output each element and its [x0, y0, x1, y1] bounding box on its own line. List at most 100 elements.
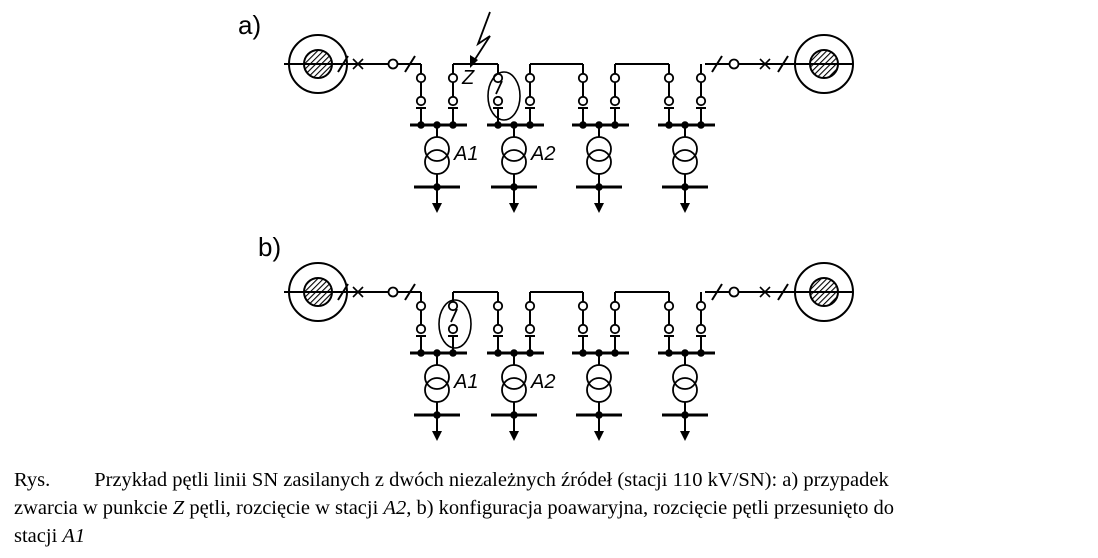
station-3-terminal-right-top	[609, 300, 621, 312]
station-1-junction-right	[449, 121, 457, 129]
figure-caption: Rys.Przykład pętli linii SN zasilanych z…	[14, 466, 1084, 550]
station-1-junction-right	[449, 349, 457, 357]
station-1-terminal-left-bottom	[415, 323, 427, 335]
station-3-junction-left	[579, 121, 587, 129]
disconnector-left	[387, 58, 399, 70]
station-1-open-switch	[450, 308, 458, 323]
station-4-terminal-left-bottom	[663, 95, 675, 107]
station-4-transformer-hv	[672, 136, 698, 162]
station-1-terminal-right-bottom	[447, 323, 459, 335]
panel-b-label: b)	[258, 232, 281, 262]
station-4	[658, 292, 715, 441]
station-4-junction-right	[697, 349, 705, 357]
station-2-terminal-right-bottom	[524, 95, 536, 107]
caption-text-2a2: A2	[383, 497, 407, 519]
station-2-open-switch	[495, 80, 503, 95]
cross-right-2	[759, 286, 771, 298]
station-2-load-arrow	[509, 431, 519, 441]
station-2-transformer-hv	[501, 136, 527, 162]
station-4-terminal-right-top	[695, 300, 707, 312]
open-point-marker	[438, 299, 472, 349]
station-2-load-arrow	[509, 203, 519, 213]
station-2-junction-left	[494, 349, 502, 357]
station-2-label: A2	[530, 371, 555, 393]
station-3-junction-left	[579, 349, 587, 357]
cross-left-2	[352, 286, 364, 298]
station-3-terminal-right-bottom	[609, 95, 621, 107]
station-1-junction-left	[417, 349, 425, 357]
station-4	[658, 64, 715, 213]
station-4-junction-left	[665, 349, 673, 357]
station-1-load-arrow	[432, 203, 442, 213]
caption-text-2a: zwarcia w punkcie	[14, 497, 173, 519]
station-1-terminal-right-bottom	[447, 95, 459, 107]
caption-text-2c: , b) konfiguracja poawaryjna, rozcięcie …	[406, 497, 895, 519]
station-3-junction-right	[611, 349, 619, 357]
station-4-terminal-left-bottom	[663, 323, 675, 335]
station-4-terminal-right-bottom	[695, 323, 707, 335]
station-1-terminal-right-top	[447, 72, 459, 84]
station-1-terminal-left-top	[415, 72, 427, 84]
fault-point-label: Z	[461, 67, 475, 89]
station-3-terminal-right-bottom	[609, 323, 621, 335]
breaker-slash-right	[777, 283, 789, 301]
station-2-terminal-right-bottom	[524, 323, 536, 335]
station-1: A1	[410, 292, 478, 441]
station-3	[572, 292, 629, 441]
station-4-load-arrow	[680, 431, 690, 441]
station-3-load-arrow	[594, 431, 604, 441]
caption-text-3a: stacji	[14, 525, 63, 547]
station-3-terminal-left-bottom	[577, 95, 589, 107]
station-1-label: A1	[453, 143, 478, 165]
station-4-terminal-right-bottom	[695, 95, 707, 107]
station-2-junction-left	[494, 121, 502, 129]
station-3-transformer-hv	[586, 364, 612, 390]
station-1-junction-left	[417, 121, 425, 129]
station-3-terminal-left-top	[577, 300, 589, 312]
station-3-junction-right	[611, 121, 619, 129]
station-2: A2	[487, 292, 555, 441]
caption-text-3a1: A1	[62, 525, 86, 547]
breaker-slash-right	[777, 55, 789, 73]
station-1-load-arrow	[432, 431, 442, 441]
station-1-terminal-right-top	[447, 300, 459, 312]
panel-a: a) Z A1 A2	[238, 10, 854, 213]
station-2-terminal-left-bottom	[492, 323, 504, 335]
switch-slash-right	[711, 55, 723, 73]
station-4-transformer-hv	[672, 364, 698, 390]
station-3	[572, 64, 629, 213]
station-4-terminal-left-top	[663, 72, 675, 84]
station-2-label: A2	[530, 143, 555, 165]
caption-line-1: Rys.Przykład pętli linii SN zasilanych z…	[14, 466, 1084, 494]
caption-text-2z: Z	[172, 497, 185, 519]
switch-slash-right	[711, 283, 723, 301]
station-3-transformer-hv	[586, 136, 612, 162]
breaker-slash-left	[337, 55, 349, 73]
disconnector-left	[387, 286, 399, 298]
switch-slash-left	[404, 55, 416, 73]
station-2-junction-right	[526, 121, 534, 129]
station-3-terminal-right-top	[609, 72, 621, 84]
station-3-terminal-left-top	[577, 72, 589, 84]
cross-left-2	[352, 58, 364, 70]
caption-line-2: zwarcia w punkcie Z pętli, rozcięcie w s…	[14, 494, 1084, 522]
station-2-terminal-left-bottom	[492, 95, 504, 107]
station-1: A1	[410, 64, 478, 213]
breaker-slash-left	[337, 283, 349, 301]
caption-text-1: Przykład pętli linii SN zasilanych z dwó…	[94, 469, 889, 491]
station-2: A2	[487, 64, 555, 213]
caption-text-2b: pętli, rozcięcie w stacji	[184, 497, 384, 519]
station-3-load-arrow	[594, 203, 604, 213]
station-3-terminal-left-bottom	[577, 323, 589, 335]
station-4-junction-left	[665, 121, 673, 129]
panel-a-label: a)	[238, 10, 261, 40]
station-1-transformer-hv	[424, 136, 450, 162]
station-2-junction-right	[526, 349, 534, 357]
disconnector-right	[728, 58, 740, 70]
station-1-transformer-hv	[424, 364, 450, 390]
station-1-terminal-left-top	[415, 300, 427, 312]
open-point-marker	[487, 71, 521, 121]
disconnector-right	[728, 286, 740, 298]
